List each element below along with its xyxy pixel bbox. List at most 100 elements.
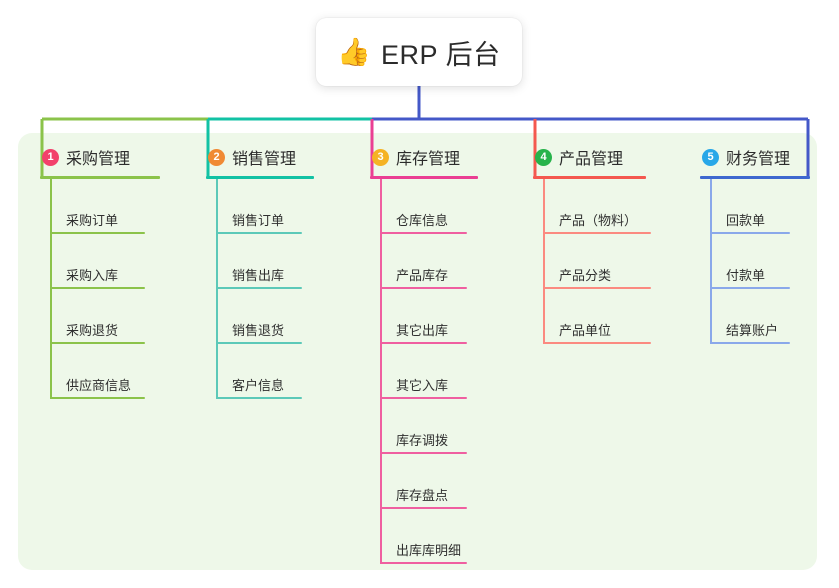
leaf-item-rule: [380, 232, 467, 234]
branch-spine-5: [710, 179, 712, 344]
leaf-item-rule: [216, 342, 302, 344]
branch-header-rule-4: [533, 176, 646, 179]
leaf-item-label: 销售退货: [232, 323, 285, 338]
branch-badge-4: 4: [535, 148, 552, 166]
branch-header-rule-1: [40, 176, 160, 179]
branch-header-rule-5: [700, 176, 810, 179]
leaf-item-label: 销售订单: [232, 213, 285, 228]
leaf-item-rule: [380, 562, 467, 564]
branch-badge-1: 1: [42, 148, 59, 166]
branch-header-5[interactable]: 5 财务管理: [700, 146, 810, 168]
branch-title-2: 销售管理: [232, 151, 297, 168]
leaf-item-rule: [50, 287, 145, 289]
leaf-item-label: 其它入库: [396, 378, 449, 393]
leaf-item[interactable]: 付款单: [710, 234, 810, 289]
branch-spine-4: [543, 179, 545, 344]
branch-column-5: 5 财务管理回款单付款单结算账户: [700, 146, 810, 344]
leaf-item-label: 回款单: [726, 213, 766, 228]
leaf-item-rule: [50, 232, 145, 234]
leaf-item[interactable]: 出库库明细: [380, 509, 478, 564]
branch-items-1: 采购订单采购入库采购退货供应商信息: [40, 179, 160, 399]
branch-title-5: 财务管理: [726, 151, 791, 168]
branch-header-1[interactable]: 1 采购管理: [40, 146, 160, 168]
leaf-item-label: 销售出库: [232, 268, 285, 283]
leaf-item-label: 产品库存: [396, 268, 449, 283]
leaf-item-label: 付款单: [726, 268, 766, 283]
leaf-item-rule: [380, 342, 467, 344]
leaf-item-label: 客户信息: [232, 378, 285, 393]
leaf-item-label: 出库库明细: [396, 543, 462, 558]
leaf-item-label: 产品（物料）: [559, 213, 638, 228]
leaf-item[interactable]: 产品分类: [543, 234, 651, 289]
leaf-item[interactable]: 采购退货: [50, 289, 160, 344]
leaf-item[interactable]: 销售退货: [216, 289, 314, 344]
leaf-item-label: 采购入库: [66, 268, 119, 283]
leaf-item-rule: [50, 342, 145, 344]
branch-items-2: 销售订单销售出库销售退货客户信息: [206, 179, 314, 399]
leaf-item-rule: [216, 287, 302, 289]
leaf-item[interactable]: 销售出库: [216, 234, 314, 289]
branch-column-3: 3 库存管理仓库信息产品库存其它出库其它入库库存调拨库存盘点出库库明细: [370, 146, 478, 564]
leaf-item-label: 仓库信息: [396, 213, 449, 228]
branch-badge-5: 5: [702, 148, 719, 166]
branch-title-4: 产品管理: [559, 151, 624, 168]
leaf-item-rule: [543, 232, 651, 234]
leaf-item[interactable]: 仓库信息: [380, 179, 478, 234]
content-panel: [18, 133, 817, 570]
leaf-item-label: 其它出库: [396, 323, 449, 338]
branch-header-rule-3: [370, 176, 478, 179]
branch-header-4[interactable]: 4 产品管理: [533, 146, 646, 168]
leaf-item-rule: [380, 397, 467, 399]
leaf-item[interactable]: 库存调拨: [380, 399, 478, 454]
branch-column-4: 4 产品管理产品（物料） 产品分类产品单位: [533, 146, 651, 344]
leaf-item-rule: [380, 452, 467, 454]
leaf-item[interactable]: 产品库存: [380, 234, 478, 289]
leaf-item[interactable]: 其它入库: [380, 344, 478, 399]
leaf-item[interactable]: 产品（物料）: [543, 179, 651, 234]
leaf-item-rule: [380, 507, 467, 509]
branch-items-4: 产品（物料） 产品分类产品单位: [533, 179, 651, 344]
root-title: ERP 后台: [381, 39, 501, 70]
leaf-item[interactable]: 采购订单: [50, 179, 160, 234]
branch-title-3: 库存管理: [396, 151, 461, 168]
leaf-item-label: 库存盘点: [396, 488, 449, 503]
leaf-item[interactable]: 采购入库: [50, 234, 160, 289]
branch-spine-1: [50, 179, 52, 399]
leaf-item-rule: [216, 397, 302, 399]
leaf-item[interactable]: 结算账户: [710, 289, 810, 344]
leaf-item-label: 结算账户: [726, 323, 779, 338]
leaf-item[interactable]: 销售订单: [216, 179, 314, 234]
leaf-item-label: 产品分类: [559, 268, 612, 283]
leaf-item-rule: [50, 397, 145, 399]
leaf-item[interactable]: 客户信息: [216, 344, 314, 399]
leaf-item-rule: [543, 342, 651, 344]
branch-spine-3: [380, 179, 382, 564]
branch-title-1: 采购管理: [66, 151, 131, 168]
branch-header-3[interactable]: 3 库存管理: [370, 146, 478, 168]
leaf-item-label: 产品单位: [559, 323, 612, 338]
branch-badge-3: 3: [372, 148, 389, 166]
leaf-item-label: 供应商信息: [66, 378, 132, 393]
branch-header-rule-2: [206, 176, 314, 179]
leaf-item[interactable]: 供应商信息: [50, 344, 160, 399]
leaf-item-rule: [710, 232, 790, 234]
leaf-item-label: 库存调拨: [396, 433, 449, 448]
leaf-item-label: 采购订单: [66, 213, 119, 228]
thumbs-up-icon: 👍: [337, 36, 372, 67]
leaf-item[interactable]: 回款单: [710, 179, 810, 234]
leaf-item[interactable]: 其它出库: [380, 289, 478, 344]
leaf-item[interactable]: 库存盘点: [380, 454, 478, 509]
leaf-item-rule: [710, 287, 790, 289]
root-node[interactable]: 👍 ERP 后台: [316, 18, 522, 86]
branch-items-5: 回款单付款单结算账户: [700, 179, 810, 344]
branch-spine-2: [216, 179, 218, 399]
leaf-item-rule: [216, 232, 302, 234]
leaf-item[interactable]: 产品单位: [543, 289, 651, 344]
leaf-item-rule: [380, 287, 467, 289]
leaf-item-rule: [710, 342, 790, 344]
leaf-item-rule: [543, 287, 651, 289]
